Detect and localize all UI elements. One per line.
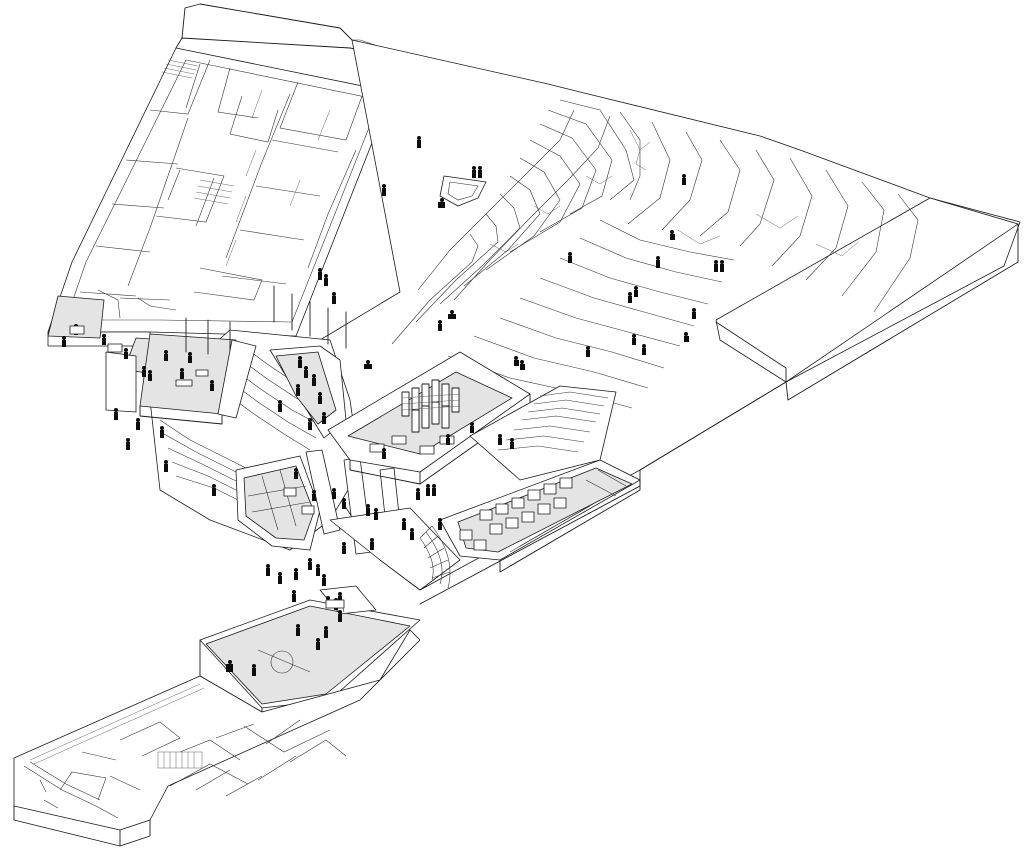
people-figures <box>62 136 724 676</box>
north-wing <box>47 3 439 375</box>
sports-hall <box>199 585 421 717</box>
furniture-symbols <box>69 325 345 609</box>
lower-wing <box>13 629 421 847</box>
central-atrium <box>105 285 461 591</box>
classrooms <box>439 385 641 573</box>
library <box>327 351 531 485</box>
